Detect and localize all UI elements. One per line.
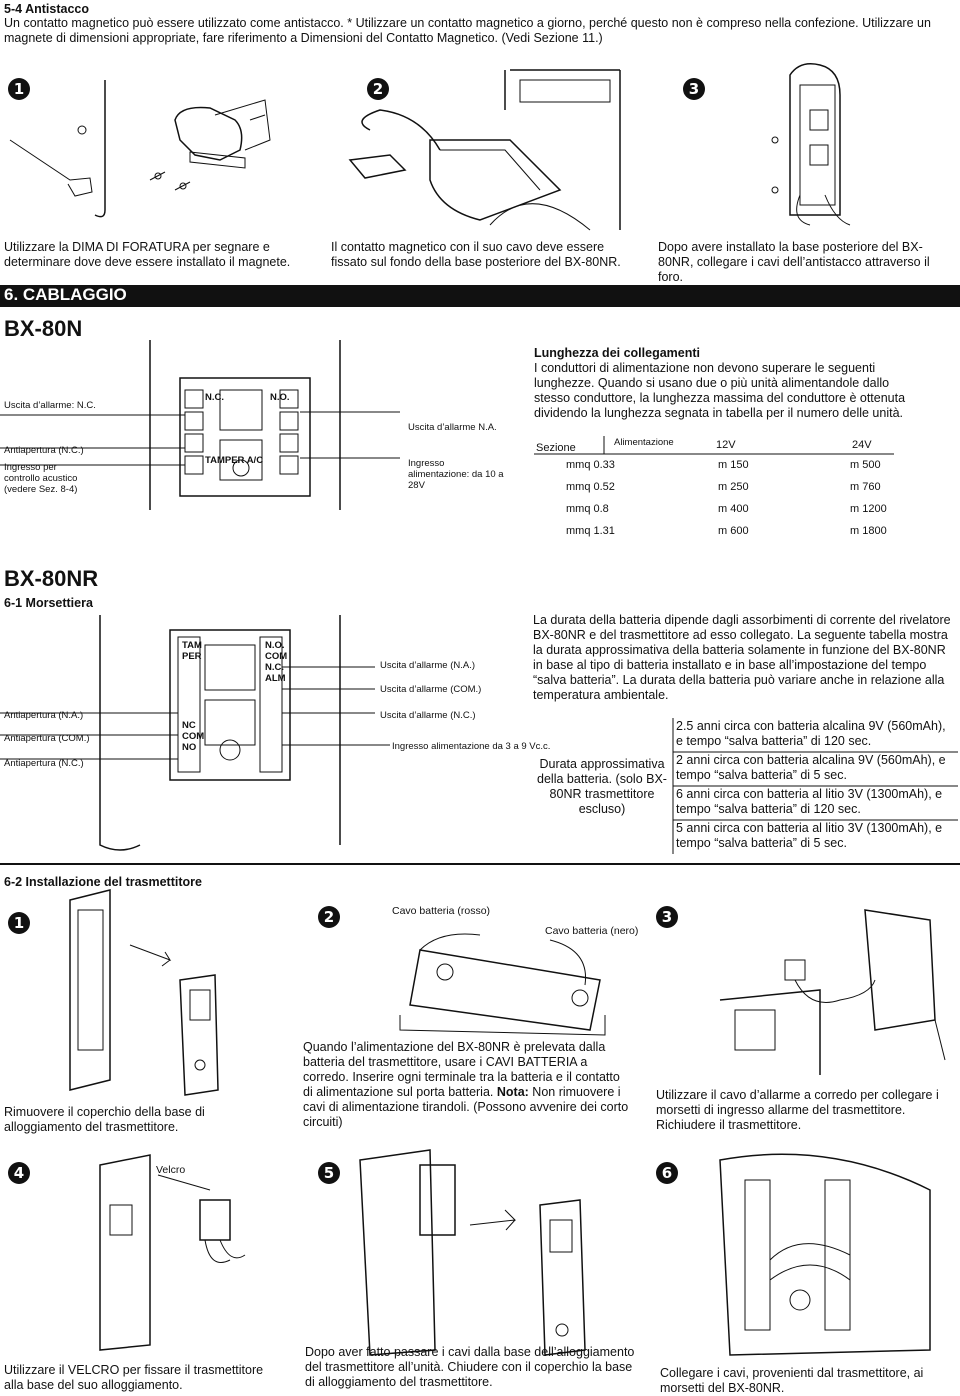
length-row-2-24v: m 760 — [850, 481, 881, 493]
install-step-number-3: 3 — [656, 906, 678, 928]
length-row-3-sezione: mmq 0.8 — [566, 503, 609, 515]
label-uscita-allarme-na: Uscita d’allarme N.A. — [408, 422, 497, 433]
step-caption-2: Il contatto magnetico con il suo cavo de… — [331, 240, 621, 269]
label-cavo-batteria-rosso: Cavo batteria (rosso) — [392, 905, 491, 917]
install-step-caption-6: Collegare i cavi, provenienti dal trasme… — [660, 1366, 924, 1395]
label-antiapertura-na: Antiapertura (N.A.) — [4, 710, 84, 721]
install-step-number-2: 2 — [318, 906, 340, 928]
install-step-note-label: Nota: — [496, 1085, 529, 1099]
terminal-label-nccomno-nr: NC COM NO — [182, 720, 205, 753]
terminal-label-tamper-nr: TAM PER — [182, 640, 202, 662]
magnetic-contact-base-illustration — [330, 60, 630, 230]
battery-table-label: Durata approssimativa della batteria. (s… — [537, 757, 667, 816]
rear-base-wiring-illustration — [760, 55, 860, 225]
terminal-label-no: N.O. — [270, 392, 290, 403]
step-number-3: 3 — [683, 78, 705, 100]
label-velcro: Velcro — [156, 1164, 186, 1176]
install-step-caption-2: Quando l’alimentazione del BX-80NR è pre… — [303, 1040, 633, 1130]
label-uscita-allarme-nc-nr: Uscita d’allarme (N.C.) — [380, 710, 476, 721]
install-step-number-5: 5 — [318, 1162, 340, 1184]
subheading-morsettiera: 6-1 Morsettiera — [4, 596, 93, 610]
label-uscita-allarme-na-nr: Uscita d’allarme (N.A.) — [380, 660, 476, 671]
length-row-3-12v: m 400 — [718, 503, 749, 515]
install-step-number-6: 6 — [656, 1162, 678, 1184]
alarm-cable-transmitter-illustration — [700, 900, 950, 1075]
model-title-bx80nr: BX-80NR — [4, 566, 99, 591]
drilling-template-illustration — [0, 60, 300, 230]
battery-table-lines — [533, 716, 958, 856]
label-ingresso-alimentazione: Ingresso alimentazione: da 10 a 28V — [408, 458, 504, 491]
terminal-label-tamper: TAMPER A/C — [205, 455, 264, 466]
lunghezza-title: Lunghezza dei collegamenti — [534, 346, 700, 360]
section-divider — [0, 863, 960, 865]
install-step-number-1: 1 — [8, 912, 30, 934]
length-row-3-24v: m 1200 — [850, 503, 887, 515]
length-table-row-header: Sezione — [536, 442, 576, 454]
length-row-1-sezione: mmq 0.33 — [566, 459, 615, 471]
lunghezza-body: I conduttori di alimentazione non devono… — [534, 361, 906, 420]
install-step-caption-2-text: Quando l’alimentazione del BX-80NR è pre… — [303, 1040, 620, 1099]
install-step-caption-5: Dopo aver fatto passare i cavi dalla bas… — [305, 1345, 635, 1389]
label-ingresso-controllo-acustico: Ingresso per controllo acustico (vedere … — [4, 462, 78, 495]
length-table-col-header: Alimentazione — [614, 437, 674, 448]
subheading-installazione: 6-2 Installazione del trasmettitore — [4, 875, 202, 889]
transmitter-cover-removal-illustration — [40, 890, 240, 1100]
length-table-col-12v: 12V — [716, 439, 736, 451]
length-row-1-24v: m 500 — [850, 459, 881, 471]
antistacco-intro: Un contatto magnetico può essere utilizz… — [4, 16, 931, 45]
step-caption-3: Dopo avere installato la base posteriore… — [658, 240, 930, 284]
battery-row-1: 2.5 anni circa con batteria alcalina 9V … — [676, 719, 946, 748]
install-step-number-4: 4 — [8, 1162, 30, 1184]
step-number-2: 2 — [367, 78, 389, 100]
length-row-4-24v: m 1800 — [850, 525, 887, 537]
cover-closing-illustration — [330, 1150, 630, 1355]
bx80n-terminal-block-diagram — [0, 340, 520, 510]
length-row-4-12v: m 600 — [718, 525, 749, 537]
label-antiapertura-nc-nr: Antiapertura (N.C.) — [4, 758, 84, 769]
section-heading-antistacco: 5-4 Antistacco — [4, 2, 89, 16]
bx80nr-terminal-block-diagram — [0, 605, 540, 855]
terminal-connection-illustration — [690, 1150, 950, 1355]
install-step-note-text: Non rimuovere i cavi di alimentazione ti… — [303, 1085, 629, 1129]
velcro-mounting-illustration — [80, 1155, 280, 1355]
terminal-label-alarm-nr: N.O. COM N.C. ALM — [265, 640, 288, 684]
model-title-bx80n: BX-80N — [4, 316, 83, 341]
install-step-caption-3: Utilizzare il cavo d’allarme a corredo p… — [656, 1088, 939, 1132]
length-table-col-24v: 24V — [852, 439, 872, 451]
terminal-label-nc: N.C. — [205, 392, 224, 403]
install-step-caption-4: Utilizzare il VELCRO per fissare il tras… — [4, 1363, 264, 1392]
length-row-4-sezione: mmq 1.31 — [566, 525, 615, 537]
length-row-1-12v: m 150 — [718, 459, 749, 471]
step-caption-1: Utilizzare la DIMA DI FORATURA per segna… — [4, 240, 291, 269]
battery-row-3: 6 anni circa con batteria al litio 3V (1… — [676, 787, 943, 816]
label-uscita-allarme-nc: Uscita d’allarme: N.C. — [4, 400, 96, 411]
step-number-1: 1 — [8, 78, 30, 100]
label-cavo-batteria-nero: Cavo batteria (nero) — [545, 925, 639, 937]
label-ingresso-alimentazione-nr: Ingresso alimentazione da 3 a 9 Vc.c. — [392, 741, 551, 752]
length-row-2-sezione: mmq 0.52 — [566, 481, 615, 493]
label-uscita-allarme-com-nr: Uscita d’allarme (COM.) — [380, 684, 482, 695]
label-antiapertura-com: Antiapertura (COM.) — [4, 733, 90, 744]
label-antiapertura-nc: Antiapertura (N.C.) — [4, 445, 84, 456]
section-band-cablaggio: 6. CABLAGGIO — [0, 285, 960, 307]
length-row-2-12v: m 250 — [718, 481, 749, 493]
battery-row-2: 2 anni circa con batteria alcalina 9V (5… — [676, 753, 946, 782]
battery-cables-illustration — [400, 920, 640, 1040]
battery-duration-text: La durata della batteria dipende dagli a… — [533, 613, 951, 702]
install-step-caption-1: Rimuovere il coperchio della base di all… — [4, 1105, 205, 1134]
length-table-header-lines — [534, 436, 914, 456]
battery-row-4: 5 anni circa con batteria al litio 3V (1… — [676, 821, 943, 850]
